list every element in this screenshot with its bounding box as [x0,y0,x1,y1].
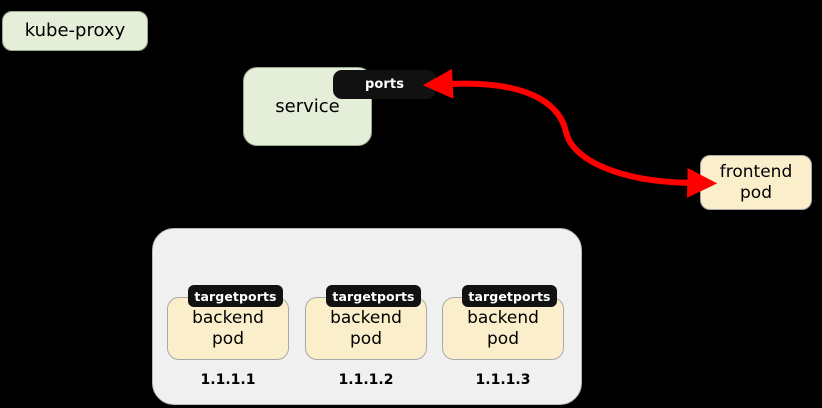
pod-ip-label-3: 1.1.1.3 [475,372,531,388]
backend-pod-node-2[interactable]: backend pod [305,297,427,360]
frontend-pod-node[interactable]: frontend pod [700,155,812,210]
backend-pod-node-3[interactable]: backend pod [442,297,564,360]
pod-ip-label-1: 1.1.1.1 [200,372,256,388]
targetports-badge-3[interactable]: targetports [462,285,557,307]
pod-ip-label-2: 1.1.1.2 [338,372,394,388]
targetports-badge-2[interactable]: targetports [326,285,421,307]
ports-badge[interactable]: ports [333,70,436,99]
red-curve-path [422,68,718,198]
kube-proxy-node[interactable]: kube-proxy [2,11,148,51]
targetports-badge-1[interactable]: targetports [188,285,283,307]
